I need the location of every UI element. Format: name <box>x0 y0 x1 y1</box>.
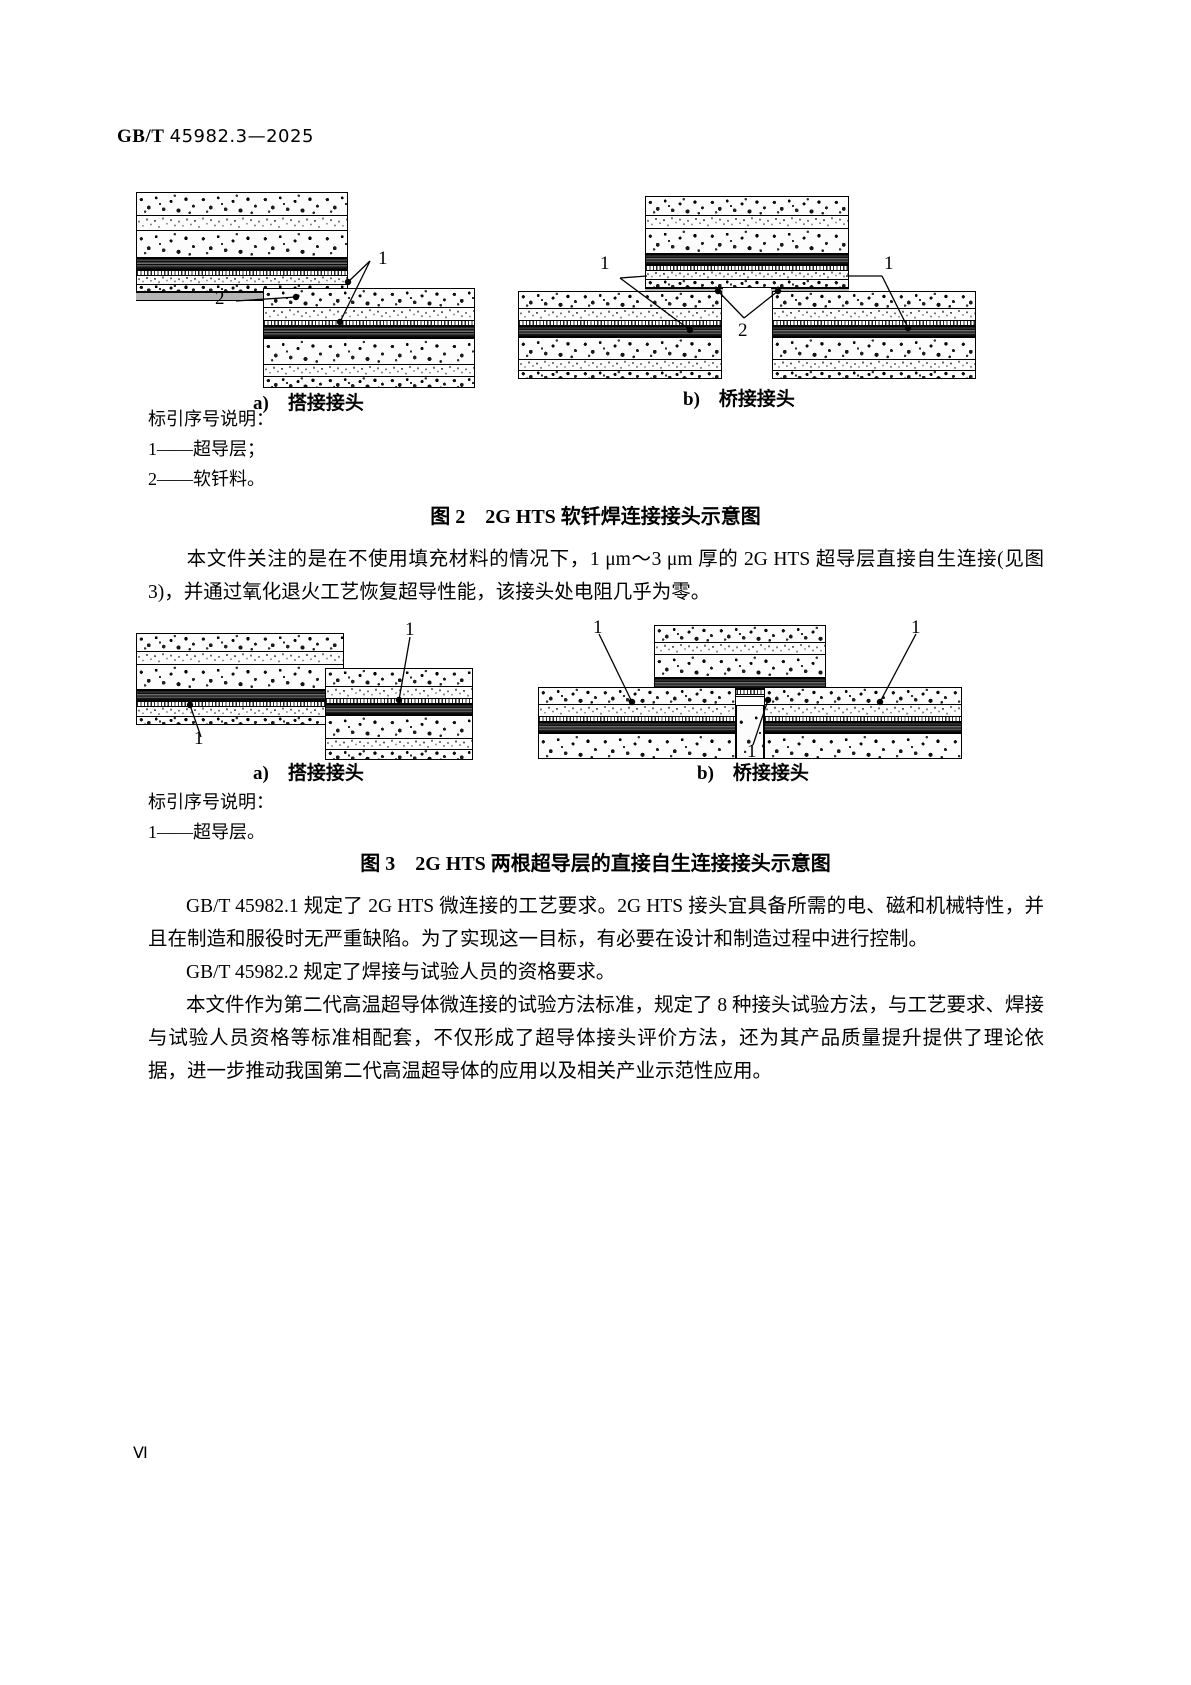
paragraph-2: GB/T 45982.1 规定了 2G HTS 微连接的工艺要求。2G HTS … <box>148 890 1044 956</box>
fig2b-top-tape <box>645 196 849 288</box>
fig3b-callout-1-left: 1 <box>593 617 603 638</box>
fig2b-lower-left-tape <box>518 291 722 379</box>
fig3a-lower-tape <box>325 668 473 760</box>
paragraph-3-text: GB/T 45982.2 规定了焊接与试验人员的资格要求。 <box>186 962 616 983</box>
fig3b-callout-1-right: 1 <box>911 617 921 638</box>
fig2a-callout-2: 2 <box>215 288 225 309</box>
fig3a-upper-tape <box>136 633 344 725</box>
fig2-subcaption-a: a) 搭接接头 <box>253 393 364 414</box>
fig2b-callout-1-left: 1 <box>600 253 610 274</box>
paragraph-1-text: 本文件关注的是在不使用填充材料的情况下，1 μm～3 μm 厚的 2G HTS … <box>148 549 1044 603</box>
fig2-legend-item-2: 2——软钎料。 <box>148 469 265 489</box>
page-footer: Ⅵ <box>133 1445 148 1462</box>
fig2-title: 图 2 2G HTS 软钎焊连接接头示意图 <box>430 506 761 528</box>
paragraph-1: 本文件关注的是在不使用填充材料的情况下，1 μm～3 μm 厚的 2G HTS … <box>148 543 1044 609</box>
fig2-subcaption-b: b) 桥接接头 <box>683 389 795 410</box>
fig3b-top-tape <box>654 625 826 697</box>
fig3-legend-item-1: 1——超导层。 <box>148 822 265 842</box>
fig2b-lower-right-tape <box>772 291 976 379</box>
fig3-legend: 标引序号说明： 1——超导层。 <box>148 787 274 847</box>
fig2a-callout-1: 1 <box>378 248 388 269</box>
fig3a-callout-1-top: 1 <box>405 619 415 640</box>
fig3-subcaption-b: b) 桥接接头 <box>697 763 809 784</box>
page-header: GB/T 45982.3—2025 <box>117 126 314 148</box>
fig2a-upper-tape <box>136 192 348 292</box>
paragraph-4: 本文件作为第二代高温超导体微连接的试验方法标准，规定了 8 种接头试验方法，与工… <box>148 989 1044 1088</box>
fig2-legend: 标引序号说明： 1——超导层； 2——软钎料。 <box>148 404 274 494</box>
fig2b-callout-1-right: 1 <box>884 253 894 274</box>
fig2-legend-heading: 标引序号说明： <box>148 409 274 429</box>
paragraph-4-text: 本文件作为第二代高温超导体微连接的试验方法标准，规定了 8 种接头试验方法，与工… <box>148 995 1045 1082</box>
fig2a-lower-tape <box>263 288 475 388</box>
fig3b-lower-left-tape <box>538 687 736 759</box>
fig3b-lower-right-tape <box>764 687 962 759</box>
paragraph-2-text: GB/T 45982.1 规定了 2G HTS 微连接的工艺要求。2G HTS … <box>148 896 1044 950</box>
fig3-title: 图 3 2G HTS 两根超导层的直接自生连接接头示意图 <box>360 853 831 875</box>
fig3a-callout-1-bottom: 1 <box>194 728 204 749</box>
fig3-legend-heading: 标引序号说明： <box>148 792 274 812</box>
paragraph-3: GB/T 45982.2 规定了焊接与试验人员的资格要求。 <box>148 956 1044 989</box>
fig2-legend-item-1: 1——超导层； <box>148 439 265 459</box>
standard-prefix: GB/T <box>117 126 165 147</box>
standard-number: 45982.3—2025 <box>169 126 314 147</box>
fig3b-callout-1-center: 1 <box>747 741 757 762</box>
fig2b-callout-2: 2 <box>738 320 748 341</box>
fig3-subcaption-a: a) 搭接接头 <box>253 763 364 784</box>
